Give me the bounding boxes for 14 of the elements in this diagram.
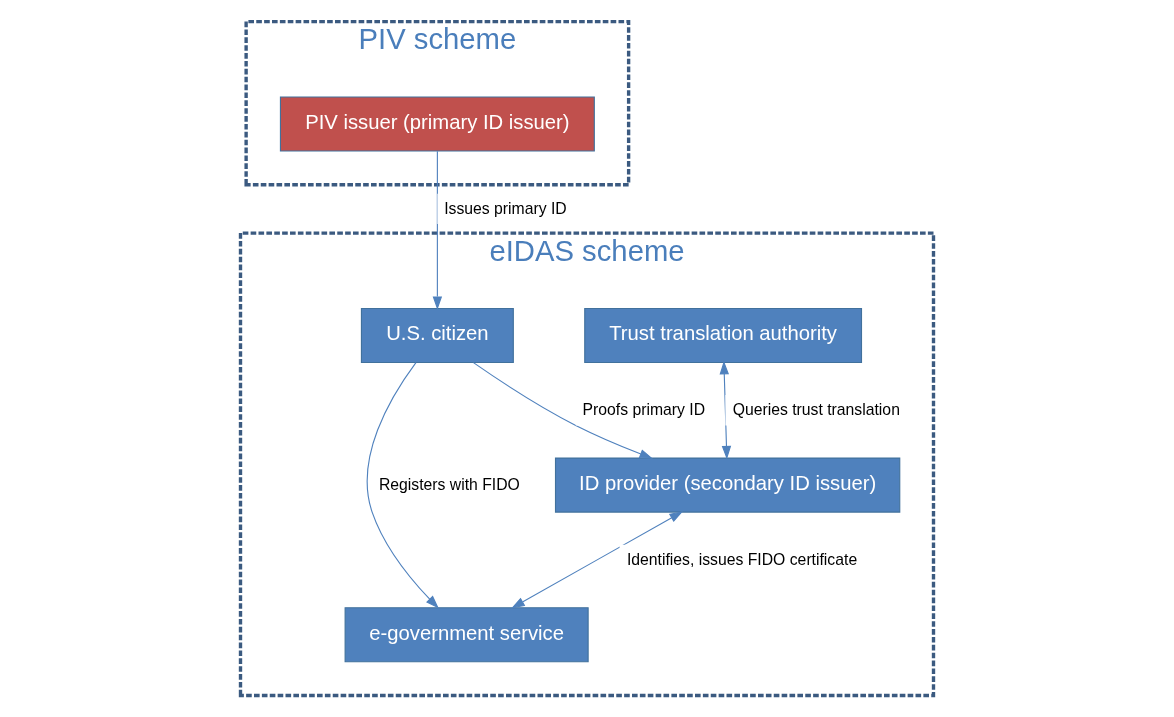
node-box: Trust translation authority	[584, 307, 863, 363]
node-box: ID provider (secondary ID issuer)	[554, 457, 901, 513]
arrow	[366, 362, 439, 609]
arrow	[719, 360, 732, 460]
edge-label: Issues primary ID	[444, 199, 567, 217]
edge-label: Queries trust translation	[732, 400, 900, 418]
node-box: U.S. citizen	[360, 307, 514, 363]
node-box: e-government service	[344, 607, 589, 663]
edge-label: Identifies, issues FIDO certificate	[626, 550, 858, 568]
arrow	[511, 511, 684, 609]
edge-label: Proofs primary ID	[582, 400, 706, 418]
node-box: PIV issuer (primary ID issuer)	[279, 96, 595, 152]
edge-label: Registers with FIDO	[378, 475, 520, 493]
arrow	[472, 362, 653, 459]
